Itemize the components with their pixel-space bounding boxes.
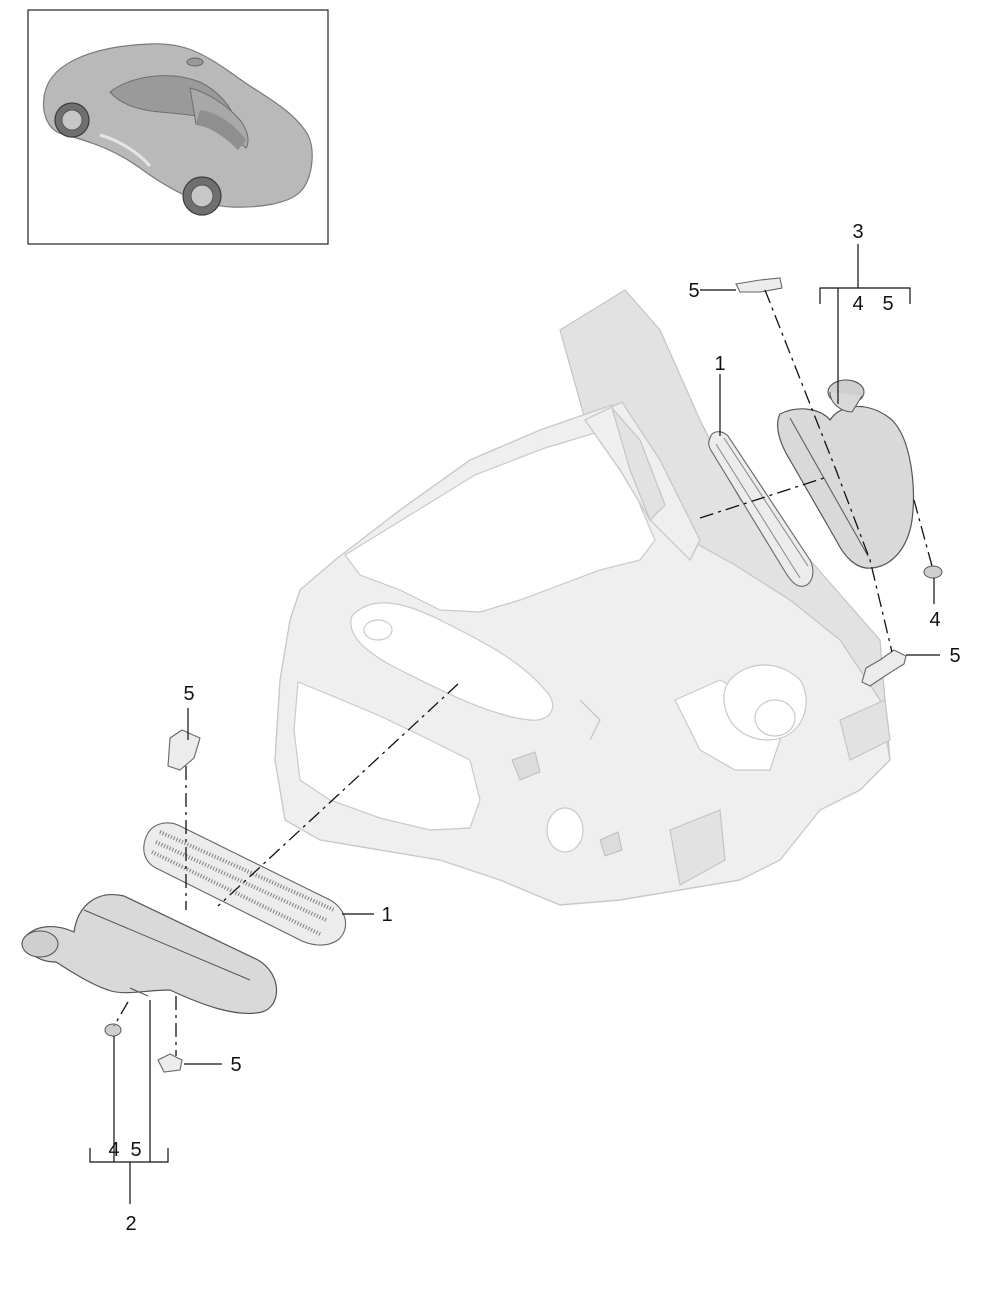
clip-bottom-left <box>157 1053 183 1073</box>
car-thumbnail-icon <box>42 43 313 216</box>
callout-5-top-left: 5 <box>183 683 194 705</box>
callout-2: 2 <box>125 1213 136 1235</box>
callout-3-sub-5: 5 <box>882 293 893 315</box>
callout-5-bottom-left: 5 <box>230 1054 241 1076</box>
grommet-right <box>923 565 943 579</box>
callout-5-mid-right: 5 <box>949 645 960 667</box>
air-box-housing-left <box>21 894 278 1014</box>
air-box-housing-right <box>777 379 914 569</box>
air-filter-right <box>708 431 814 587</box>
air-filter-left <box>143 822 347 946</box>
clip-top-left <box>167 729 201 771</box>
callout-2-sub-5: 5 <box>130 1139 141 1161</box>
assembly-lines <box>113 289 933 1056</box>
car-inset <box>27 9 329 245</box>
clip-top-right <box>735 277 783 293</box>
callout-labels: 1 3 4 5 5 4 5 5 1 5 4 5 2 <box>108 221 960 1235</box>
callout-3-sub-4: 4 <box>852 293 863 315</box>
callout-4-right: 4 <box>929 609 940 631</box>
leader-lines <box>89 244 940 1204</box>
callout-5-top-right: 5 <box>688 280 699 302</box>
callout-1-right: 1 <box>714 353 725 375</box>
rear-frame-structure <box>274 289 891 906</box>
callout-3: 3 <box>852 221 863 243</box>
callout-2-sub-4: 4 <box>108 1139 119 1161</box>
callout-1-left: 1 <box>381 904 392 926</box>
grommet-left <box>104 1023 122 1037</box>
clip-mid-right <box>861 649 907 687</box>
